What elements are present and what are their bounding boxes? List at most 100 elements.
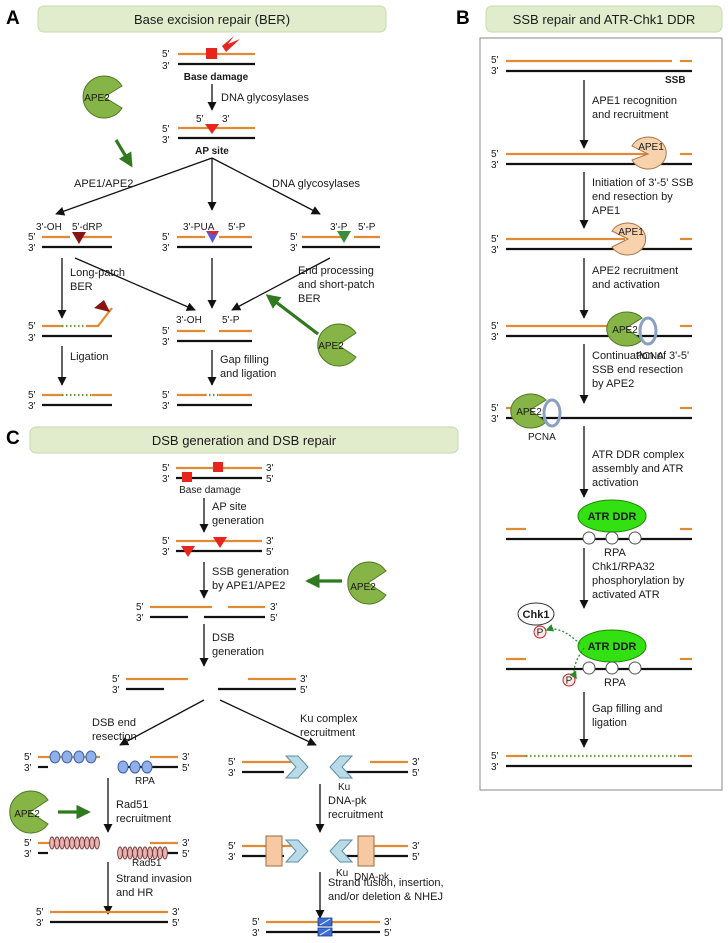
strand-3-label: 3'	[162, 547, 170, 558]
c-ssb-dna: 5' 3' 3' 5'	[136, 602, 278, 624]
ape2-pcna-dna: 5' 3' APE2 PCNA	[491, 311, 692, 362]
step7-line2: ligation	[592, 717, 627, 729]
strand-5-label: 5'	[28, 390, 36, 401]
strand-3-label: 3'	[182, 838, 190, 849]
ap-site-generation-2: generation	[212, 515, 264, 527]
ku-recruitment-2: recruitment	[300, 727, 355, 739]
step6-line3: activated ATR	[592, 589, 660, 601]
strand-5-label: 5'	[384, 928, 392, 939]
strand-5-label: 5'	[491, 234, 499, 245]
pcna-label: PCNA	[528, 432, 556, 443]
step2-line3: APE1	[592, 205, 620, 217]
strand-3-label: 3'	[270, 602, 278, 613]
dna-glycosylases-label: DNA glycosylases	[221, 92, 310, 104]
ape1-label: APE1	[638, 142, 664, 153]
ssb-dna: 5' 3'	[491, 55, 692, 77]
rad51-recruitment-1: Rad51	[116, 799, 148, 811]
rad51-monomer	[49, 836, 55, 850]
ape2-label: APE2	[612, 325, 638, 336]
panel-a-header	[37, 5, 387, 33]
ape2-label: APE2	[516, 407, 542, 418]
nhej-1: Strand fusion, insertion,	[328, 877, 444, 889]
dsb-generation-2: generation	[212, 646, 264, 658]
rad51-monomer	[79, 836, 85, 850]
atr-ddr-label: ATR DDR	[588, 511, 637, 523]
ape1-enzyme	[631, 136, 667, 170]
3p-intermediate: 5' 3' 3'-P 5'-P	[290, 222, 380, 254]
strand-3-label: 3'	[252, 928, 260, 939]
hr-2: and HR	[116, 887, 153, 899]
dRP-intermediate: 5' 3' 3'-OH 5'-dRP	[28, 222, 112, 254]
step3-line2: and activation	[592, 279, 660, 291]
5-drp-label: 5'-dRP	[72, 222, 103, 233]
rad51-monomer	[162, 846, 168, 860]
panel-b-letter: B	[456, 8, 470, 29]
rad51-monomer	[89, 836, 95, 850]
strand-5-label: 5'	[182, 849, 190, 860]
hr-1: Strand invasion	[116, 873, 192, 885]
atr-ddr-label: ATR DDR	[588, 641, 637, 653]
step5-line1: ATR DDR complex	[592, 449, 685, 461]
strand-3-label: 3'	[162, 135, 170, 146]
strand-3-label: 3'	[112, 685, 120, 696]
ber-label: BER	[298, 293, 321, 305]
strand-5-label: 5'	[266, 547, 274, 558]
strand-5-label: 5'	[162, 463, 170, 474]
repaired-ssb-dna: 5' 3'	[491, 751, 692, 773]
strand-5-label: 5'	[28, 321, 36, 332]
ape1-label: APE1	[618, 227, 644, 238]
ku-complex-right	[329, 755, 354, 779]
rad51-label: Rad51	[132, 858, 162, 869]
ku-bound-dna: 5' 3' 3' 5' Ku	[228, 755, 420, 793]
pua-intermediate: 5' 3' 3'-PUA 5'-P	[162, 222, 252, 254]
ape2-label: APE2	[318, 341, 344, 352]
strand-3-label: 3'	[412, 841, 420, 852]
strand-5-label: 5'	[300, 685, 308, 696]
rad51-recruitment-2: recruitment	[116, 813, 171, 825]
strand-5-label: 5'	[491, 55, 499, 66]
strand-5-label: 5'	[491, 321, 499, 332]
strand-3-label: 3'	[491, 332, 499, 343]
strand-3-label: 3'	[136, 613, 144, 624]
strand-3-label: 3'	[162, 337, 170, 348]
c-dsb-dna: 5' 3' 3' 5'	[112, 674, 308, 696]
dna-glycosylases-2-label: DNA glycosylases	[272, 178, 361, 190]
strand-3-label: 3'	[228, 852, 236, 863]
strand-3-label: 3'	[222, 114, 230, 125]
rad51-filament: 5' 3' 3' 5' Rad51	[24, 836, 190, 869]
rad51-monomer	[84, 836, 90, 850]
step1-line2: and recruitment	[592, 109, 668, 121]
ape1-resection-dna: 5' 3' APE1	[491, 222, 692, 256]
panel-b-header	[485, 5, 723, 33]
strand-3-label: 3'	[266, 463, 274, 474]
long-patch-ber-label: BER	[70, 281, 93, 293]
rpa-label: RPA	[604, 547, 626, 559]
chk1-label: Chk1	[523, 609, 550, 621]
rpa-label: RPA	[135, 776, 155, 787]
strand-3-label: 3'	[182, 752, 190, 763]
rad51-monomer	[117, 846, 123, 860]
strand-3-label: 3'	[412, 757, 420, 768]
strand-3-label: 3'	[28, 333, 36, 344]
step6-line2: phosphorylation by	[592, 575, 685, 587]
ssb-generation-2: by APE1/APE2	[212, 580, 285, 592]
gap-ligation-label: and ligation	[220, 368, 276, 380]
strand-3-label: 3'	[491, 245, 499, 256]
rad51-monomer	[94, 836, 100, 850]
strand-3-label: 3'	[491, 160, 499, 171]
strand-3-label: 3'	[491, 414, 499, 425]
dnapk-recruitment-2: recruitment	[328, 809, 383, 821]
ape2-label: APE2	[14, 809, 40, 820]
panel-c-title: DSB generation and DSB repair	[152, 433, 337, 448]
long-patch-label: Long-patch	[70, 267, 125, 279]
step5-line3: activation	[592, 477, 638, 489]
strand-3-label: 3'	[162, 474, 170, 485]
long-patch-flap: 5' 3'	[28, 300, 113, 344]
strand-5-label: 5'	[162, 232, 170, 243]
rad51-monomer	[74, 836, 80, 850]
strand-5-label: 5'	[290, 232, 298, 243]
step4-line2: SSB end resection	[592, 364, 683, 376]
base-damage-label: Base damage	[184, 72, 249, 83]
dnapk-bound-dna: 5' 3' 3' 5' Ku DNA-pk	[228, 835, 420, 883]
ap-site-dna: 5' 3' 5' 3'	[162, 114, 255, 146]
